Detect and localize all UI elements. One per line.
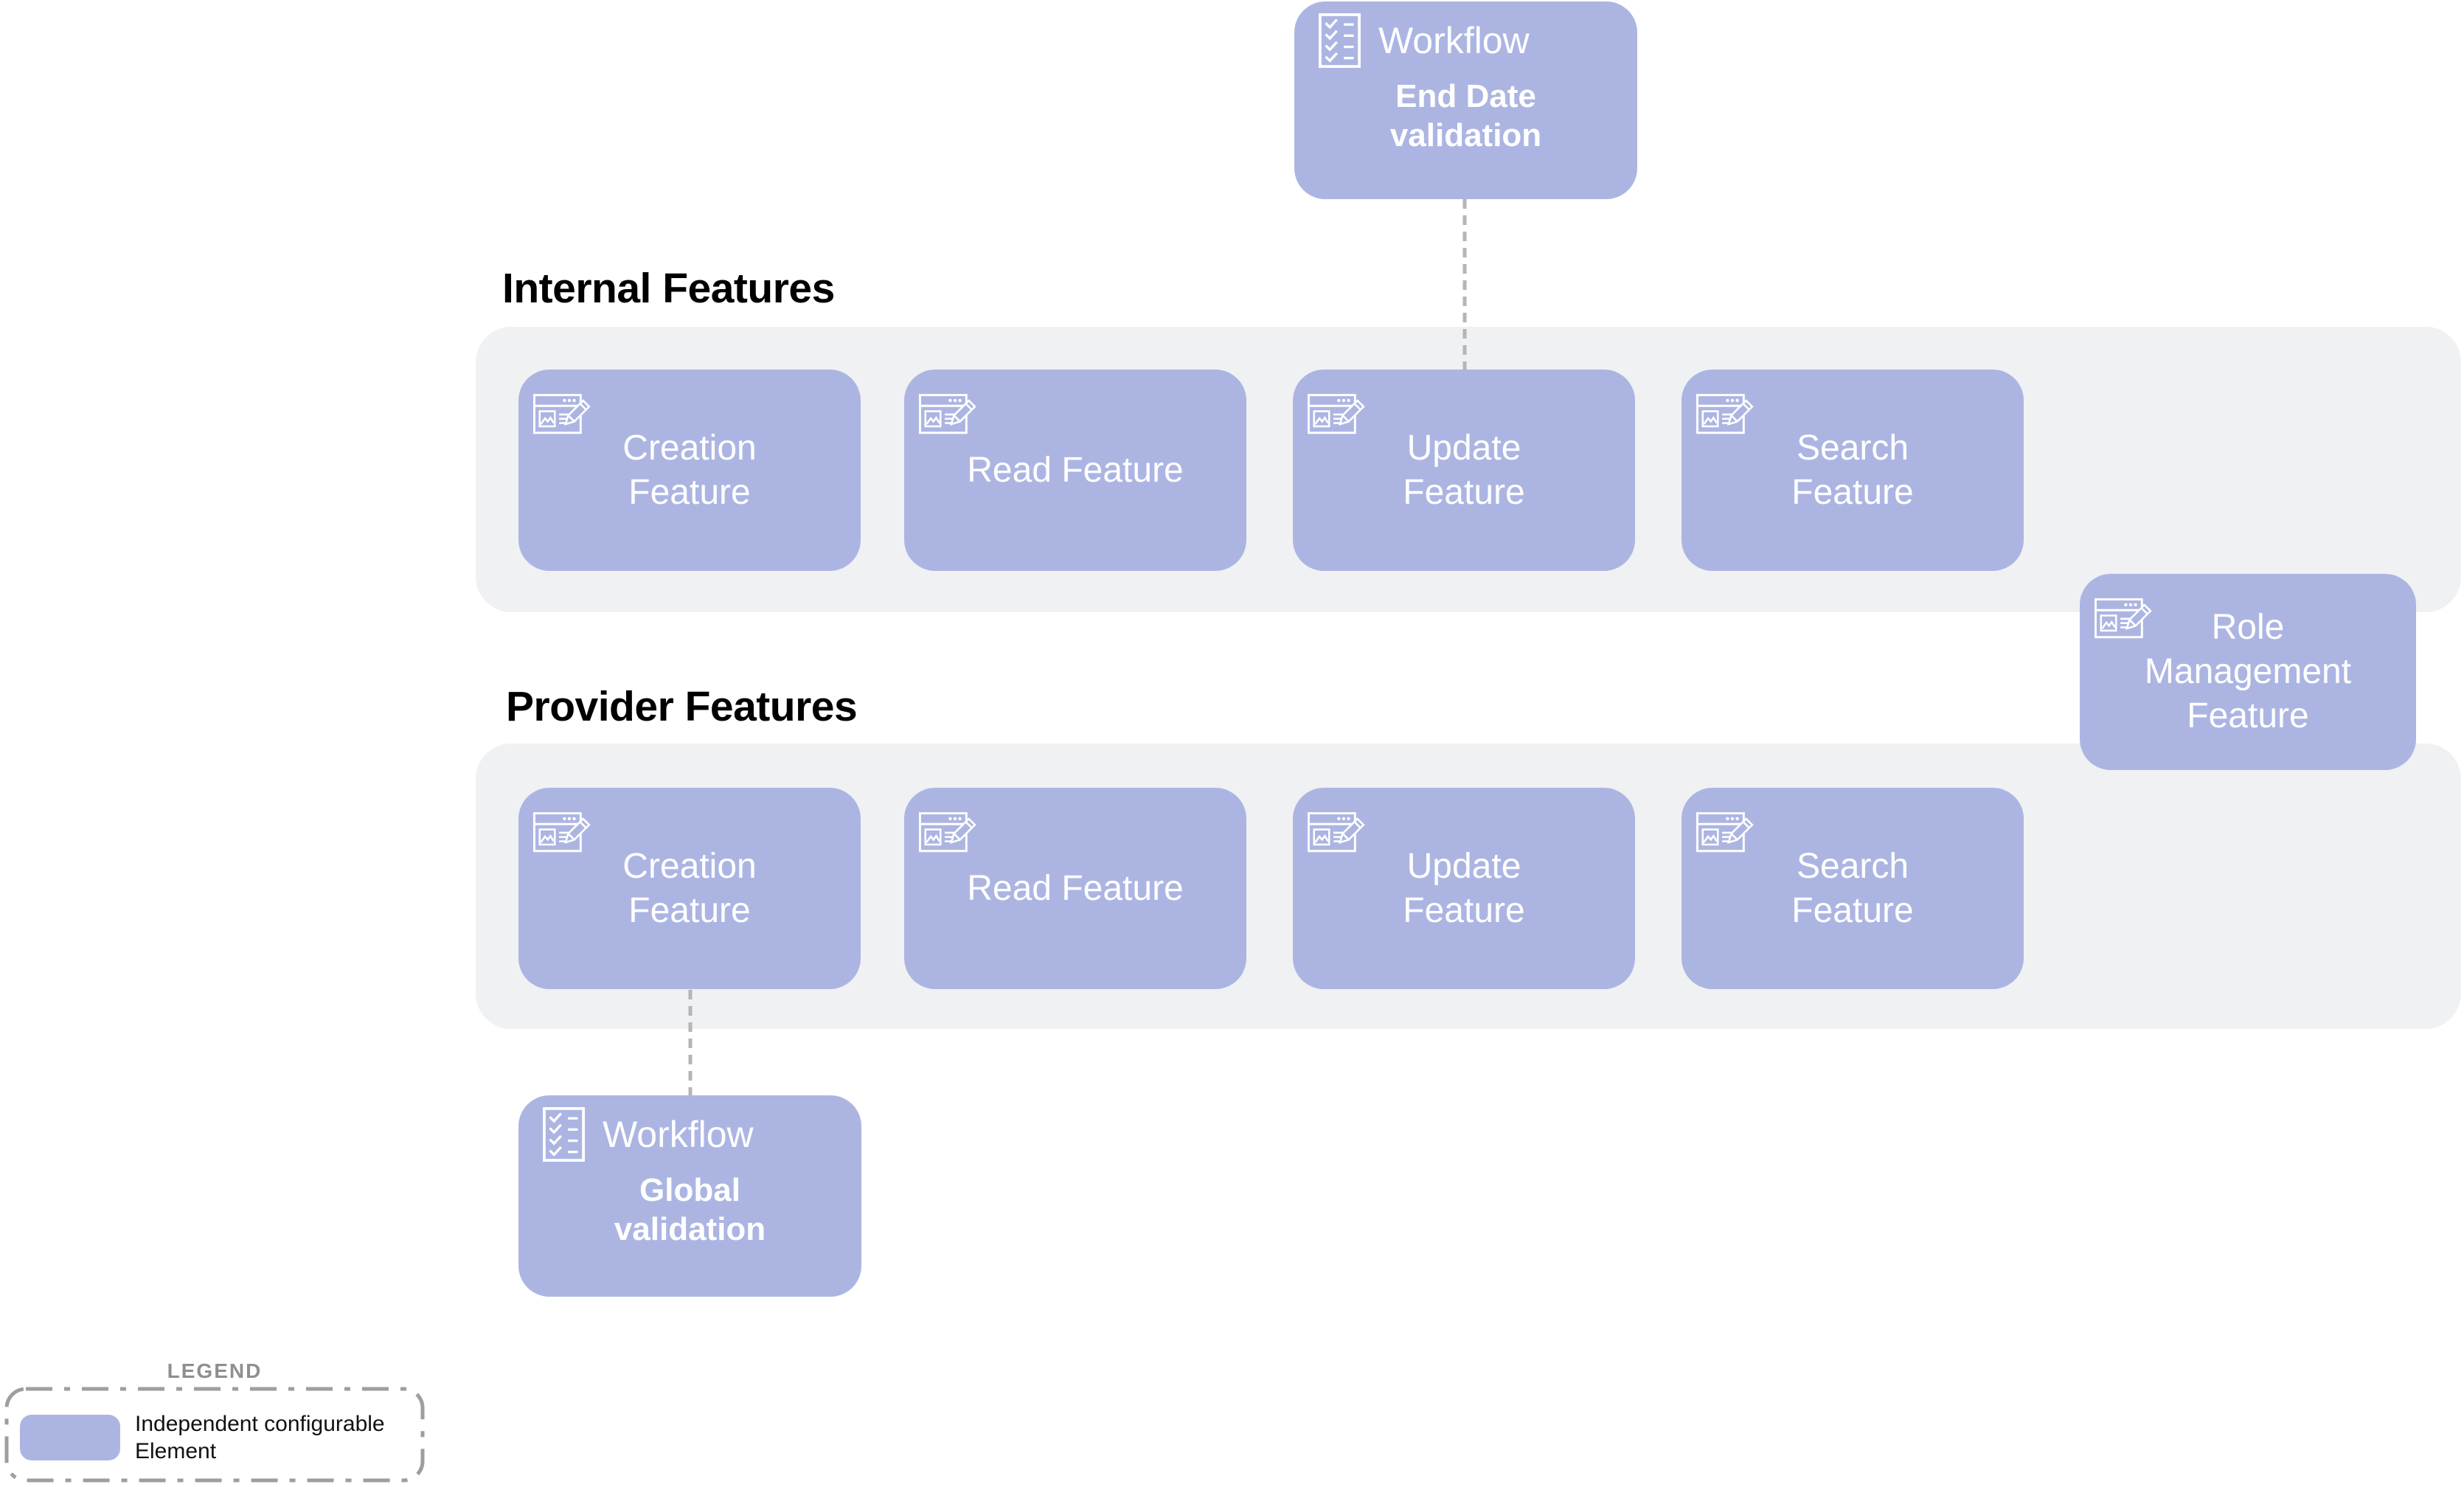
workflow-subtitle: End Date validation [1389, 78, 1542, 153]
browser-edit-icon [533, 808, 591, 853]
feature-box-provider-creation: Creation Feature [518, 788, 861, 989]
checklist-icon [1319, 13, 1361, 68]
workflow-title: Workflow [1378, 20, 1530, 61]
feature-box-provider-update: Update Feature [1293, 788, 1635, 989]
browser-edit-icon [1696, 808, 1754, 853]
checklist-icon [543, 1107, 585, 1162]
legend-dashdot-border [4, 1387, 425, 1483]
feature-label: Update Feature [1403, 428, 1525, 512]
provider-features-heading: Provider Features [506, 683, 858, 730]
legend-item-label: Independent configurable Element [135, 1412, 385, 1463]
browser-edit-icon [533, 390, 591, 434]
browser-edit-icon [919, 808, 976, 853]
internal-features-heading: Internal Features [502, 265, 835, 312]
connector-workflow-to-update [1462, 199, 1467, 371]
feature-label: Creation Feature [622, 428, 757, 512]
browser-edit-icon [919, 390, 976, 434]
feature-box-internal-search: Search Feature [1682, 370, 2024, 571]
connector-creation-to-workflow [688, 990, 693, 1098]
feature-box-internal-update: Update Feature [1293, 370, 1635, 571]
feature-box-internal-creation: Creation Feature [518, 370, 861, 571]
feature-label: Search Feature [1791, 428, 1914, 512]
workflow-subtitle-wrap: End Date validation [1294, 77, 1637, 155]
workflow-box-end-date: Workflow End Date validation [1294, 1, 1637, 199]
feature-label: Role Management Feature [2144, 608, 2352, 735]
feature-label: Update Feature [1403, 846, 1525, 930]
browser-edit-icon [2094, 595, 2152, 639]
workflow-title: Workflow [603, 1114, 754, 1155]
workflow-header: Workflow [518, 1095, 861, 1162]
feature-label: Read Feature [967, 450, 1184, 490]
workflow-subtitle-wrap: Global validation [518, 1171, 861, 1249]
legend-title: LEGEND [167, 1359, 263, 1382]
browser-edit-icon [1308, 390, 1365, 434]
feature-label: Creation Feature [622, 846, 757, 930]
feature-label: Read Feature [967, 868, 1184, 908]
legend-item: Independent configurable Element [20, 1410, 425, 1465]
workflow-subtitle: Global validation [614, 1172, 766, 1247]
workflow-header: Workflow [1294, 1, 1637, 68]
browser-edit-icon [1308, 808, 1365, 853]
feature-box-internal-read: Read Feature [904, 370, 1246, 571]
legend-box: Independent configurable Element [4, 1387, 425, 1483]
feature-box-role-management: Role Management Feature [2080, 574, 2416, 770]
feature-box-provider-search: Search Feature [1682, 788, 2024, 989]
workflow-box-global-validation: Workflow Global validation [518, 1095, 861, 1297]
feature-box-provider-read: Read Feature [904, 788, 1246, 989]
browser-edit-icon [1696, 390, 1754, 434]
feature-label: Search Feature [1791, 846, 1914, 930]
independent-element-swatch [20, 1415, 120, 1460]
